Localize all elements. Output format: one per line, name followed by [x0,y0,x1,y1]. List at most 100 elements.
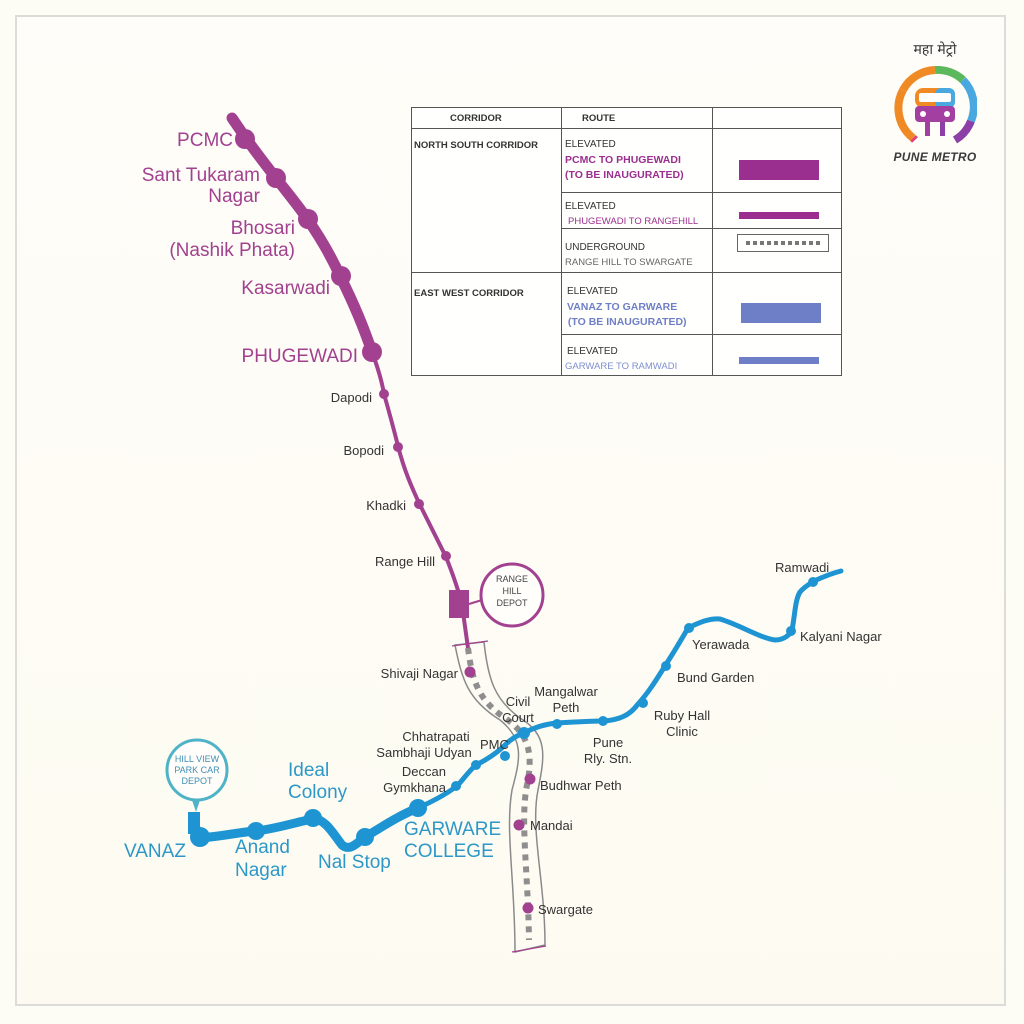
station-swargate[interactable] [522,902,534,914]
tunnel-portal-north [451,640,489,647]
svg-text:Clinic: Clinic [666,724,698,739]
station-pcmc[interactable] [235,129,255,149]
svg-text:RANGE: RANGE [496,574,528,584]
svg-text:PMC: PMC [480,737,509,752]
station-pune-rly-stn[interactable] [598,716,608,726]
legend-header-route: ROUTE [582,113,616,124]
svg-text:Swargate: Swargate [538,902,593,917]
logo-hindi-text: महा मेट्रो [913,42,957,58]
svg-text:Bhosari: Bhosari [231,218,295,239]
station-mandai[interactable] [513,819,525,831]
legend-corridor-ns: NORTH SOUTH CORRIDOR [414,140,539,151]
svg-text:Sambhaji Udyan: Sambhaji Udyan [376,745,471,760]
svg-text:DEPOT: DEPOT [496,598,528,608]
station-phugewadi[interactable] [362,342,382,362]
ns-stations [235,129,536,914]
range-hill-depot-bubble [479,562,545,628]
svg-text:COLLEGE: COLLEGE [404,841,494,862]
legend-row-3: ELEVATED VANAZ TO GARWARE (TO BE INAUGUR… [565,286,687,328]
underground-line [465,647,533,941]
svg-text:Civil: Civil [506,694,531,709]
svg-text:Shivaji Nagar: Shivaji Nagar [381,666,459,681]
underground-tunnel-outline [454,641,546,953]
legend-row-0: ELEVATED PCMC TO PHUGEWADI (TO BE INAUGU… [565,139,684,181]
station-garware-college[interactable] [409,799,427,817]
station-pmc[interactable] [500,751,510,761]
station-budhwar-peth[interactable] [524,773,536,785]
svg-text:Chhatrapati: Chhatrapati [402,729,469,744]
svg-text:Colony: Colony [288,782,348,803]
svg-text:Ruby Hall: Ruby Hall [654,708,710,723]
station-khadki[interactable] [414,499,424,509]
station-bund-garden[interactable] [661,661,671,671]
station-sant-tukaram-nagar[interactable] [266,168,286,188]
station-shivaji-nagar[interactable] [464,666,476,678]
station-range-hill[interactable] [441,551,451,561]
svg-text:GARWARE: GARWARE [404,819,501,840]
legend-row-4: ELEVATED GARWARE TO RAMWADI [565,346,678,372]
ew-stations [190,577,818,847]
svg-text:Anand: Anand [235,837,290,858]
station-mangalwar-peth[interactable] [552,719,562,729]
station-bopodi[interactable] [393,442,403,452]
svg-text:Bopodi: Bopodi [344,443,385,458]
station-nal-stop[interactable] [356,828,374,846]
svg-text:Court: Court [502,710,534,725]
svg-text:Mangalwar: Mangalwar [534,684,598,699]
tunnel-portal-south [511,945,547,953]
svg-text:Rly. Stn.: Rly. Stn. [584,751,632,766]
station-dapodi[interactable] [379,389,389,399]
station-civil-court[interactable] [518,727,530,739]
station-kalyani-nagar[interactable] [786,626,796,636]
station-ruby-hall-clinic[interactable] [638,698,648,708]
svg-text:Mandai: Mandai [530,818,573,833]
station-sambhaji-udyan[interactable] [471,760,481,770]
svg-text:Sant Tukaram: Sant Tukaram [142,165,260,186]
svg-text:HILL VIEW: HILL VIEW [175,754,220,764]
legend-swatch-ns-thick [739,160,819,180]
legend-swatch-ns-thin [739,212,819,219]
svg-text:PHUGEWADI: PHUGEWADI [242,346,358,367]
station-ideal-colony[interactable] [304,809,322,827]
ew-thin-line [415,568,844,811]
svg-text:Range Hill: Range Hill [375,554,435,569]
legend-swatch-ew-thin [739,357,819,364]
legend-header-corridor: CORRIDOR [450,113,502,124]
svg-text:Deccan: Deccan [402,764,446,779]
legend-swatch-underground [737,234,829,252]
station-deccan-gymkhana[interactable] [451,781,461,791]
station-anand-nagar[interactable] [247,822,265,840]
svg-text:Dapodi: Dapodi [331,390,372,405]
station-yerawada[interactable] [684,623,694,633]
svg-text:Ramwadi: Ramwadi [775,560,829,575]
svg-text:HILL: HILL [502,586,521,596]
legend-swatch-ew-thick [741,303,821,323]
legend-corridor-ew: EAST WEST CORRIDOR [414,288,524,299]
svg-text:Gymkhana: Gymkhana [383,780,447,795]
svg-text:Bund Garden: Bund Garden [677,670,754,685]
station-ramwadi[interactable] [808,577,818,587]
legend-row-1: ELEVATED PHUGEWADI TO RANGEHILL [565,201,699,227]
svg-text:Kasarwadi: Kasarwadi [241,278,330,299]
svg-text:Budhwar Peth: Budhwar Peth [540,778,622,793]
hill-view-depot-marker [188,812,200,834]
svg-text:Kalyani Nagar: Kalyani Nagar [800,629,882,644]
legend-table: CORRIDOR ROUTE NORTH SOUTH CORRIDOR ELEV… [411,107,842,376]
svg-text:Yerawada: Yerawada [692,637,750,652]
svg-text:Nal Stop: Nal Stop [318,852,391,873]
hill-view-depot-bubble [165,738,229,802]
svg-text:Ideal: Ideal [288,760,329,781]
station-kasarwadi[interactable] [331,266,351,286]
svg-text:Nagar: Nagar [208,186,260,207]
svg-text:PARK CAR: PARK CAR [174,765,220,775]
svg-text:Pune: Pune [593,735,623,750]
svg-text:DEPOT: DEPOT [181,776,213,786]
pune-metro-logo: महा मेट्रो PUNE METRO [885,40,985,170]
station-bhosari[interactable] [298,209,318,229]
logo-name-text: PUNE METRO [893,150,977,164]
metro-train-ring-icon [894,66,977,144]
svg-text:(Nashik Phata): (Nashik Phata) [169,240,295,261]
svg-text:Nagar: Nagar [235,860,287,881]
legend-row-2: UNDERGROUND RANGE HILL TO SWARGATE [565,242,693,268]
